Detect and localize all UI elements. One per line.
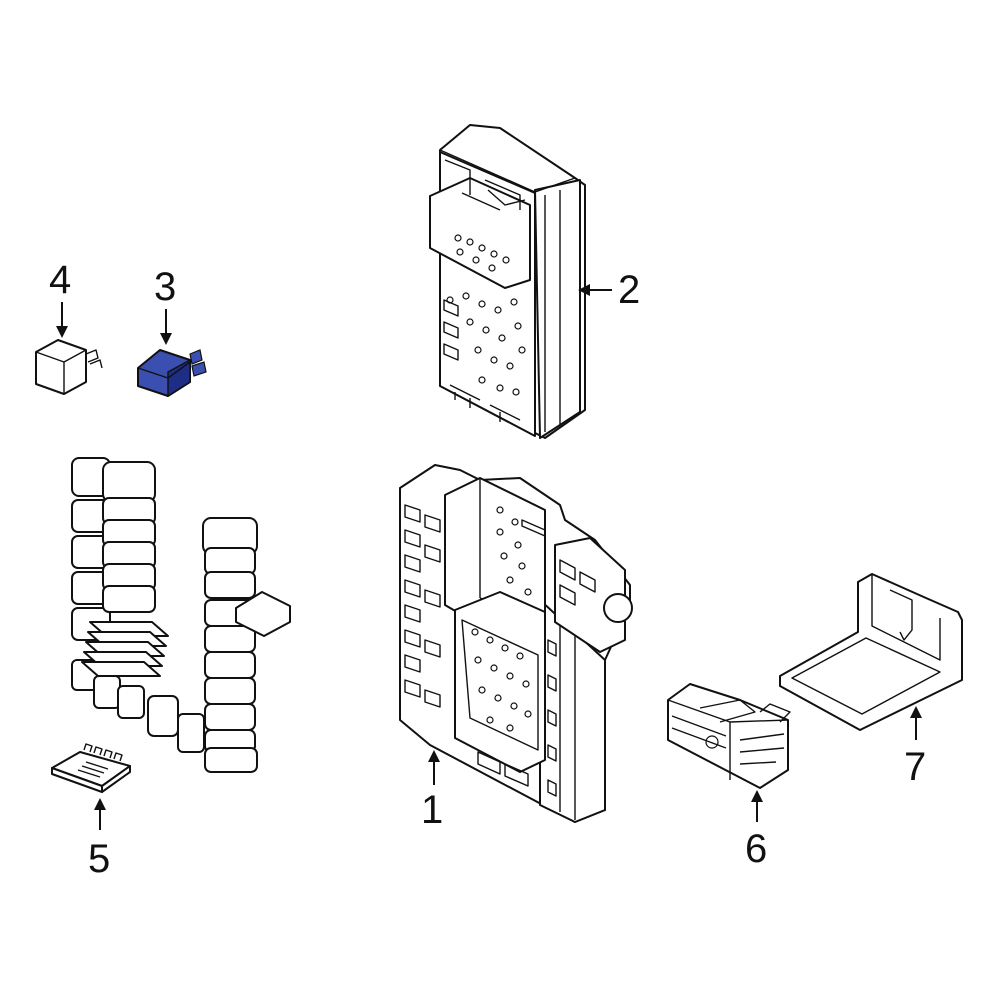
part-5-fuse-element[interactable] [51,743,131,793]
callout-7-label: 7 [904,745,926,789]
part-4-relay[interactable] [35,339,103,395]
part-6-connector[interactable] [667,683,791,789]
callout-1-label: 1 [421,788,443,832]
part-1-fuse-box[interactable] [399,464,633,823]
callout-3: 3 [154,265,176,345]
callout-1: 1 [421,750,443,832]
callout-6: 6 [745,790,767,871]
callout-4-label: 4 [49,258,71,302]
callout-7: 7 [904,706,926,789]
callout-4: 4 [49,258,71,338]
callout-6-label: 6 [745,827,767,871]
callout-2: 2 [578,268,640,312]
callout-2-label: 2 [618,268,640,312]
fuse-assortment [71,457,291,773]
callout-5-label: 5 [88,837,110,881]
part-7-cover[interactable] [779,573,963,731]
callout-5: 5 [88,798,110,881]
part-2-control-module[interactable] [429,124,586,439]
part-3-relay-highlighted[interactable] [137,349,207,398]
callout-3-label: 3 [154,265,176,309]
